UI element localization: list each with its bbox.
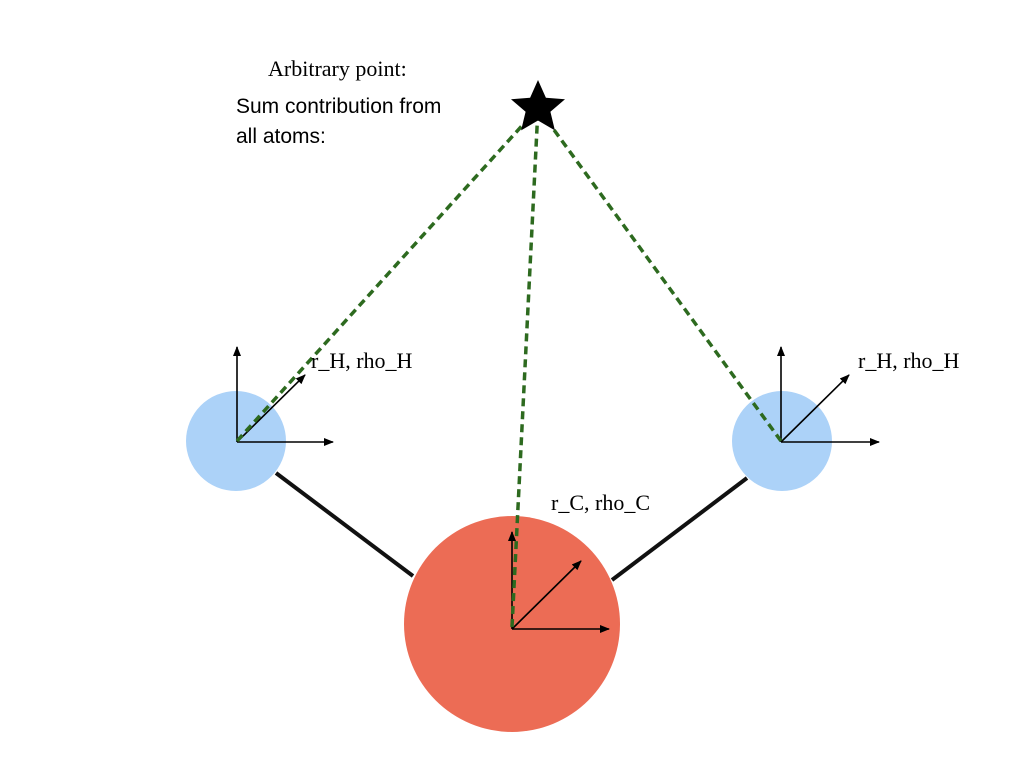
arbitrary-point-label: Arbitrary point: bbox=[268, 56, 407, 81]
star-icon bbox=[511, 80, 565, 131]
right-hydrogen-label: r_H, rho_H bbox=[858, 348, 960, 373]
distance-lines bbox=[235, 106, 783, 628]
distance-line-left bbox=[235, 106, 540, 443]
bond-left bbox=[274, 471, 415, 578]
hydrogen-atom-left bbox=[186, 391, 286, 491]
carbon-label: r_C, rho_C bbox=[551, 490, 650, 515]
axes-right-hydrogen bbox=[777, 346, 880, 446]
sum-contribution-label: Sum contribution from all atoms: bbox=[236, 92, 441, 152]
sum-contribution-line-1: Sum contribution from bbox=[236, 95, 442, 118]
distance-line-right bbox=[536, 106, 783, 443]
sum-contribution-line-2: all atoms: bbox=[236, 125, 326, 148]
distance-line-carbon bbox=[510, 107, 540, 628]
left-hydrogen-label: r_H, rho_H bbox=[311, 348, 413, 373]
bond-right bbox=[610, 476, 749, 582]
